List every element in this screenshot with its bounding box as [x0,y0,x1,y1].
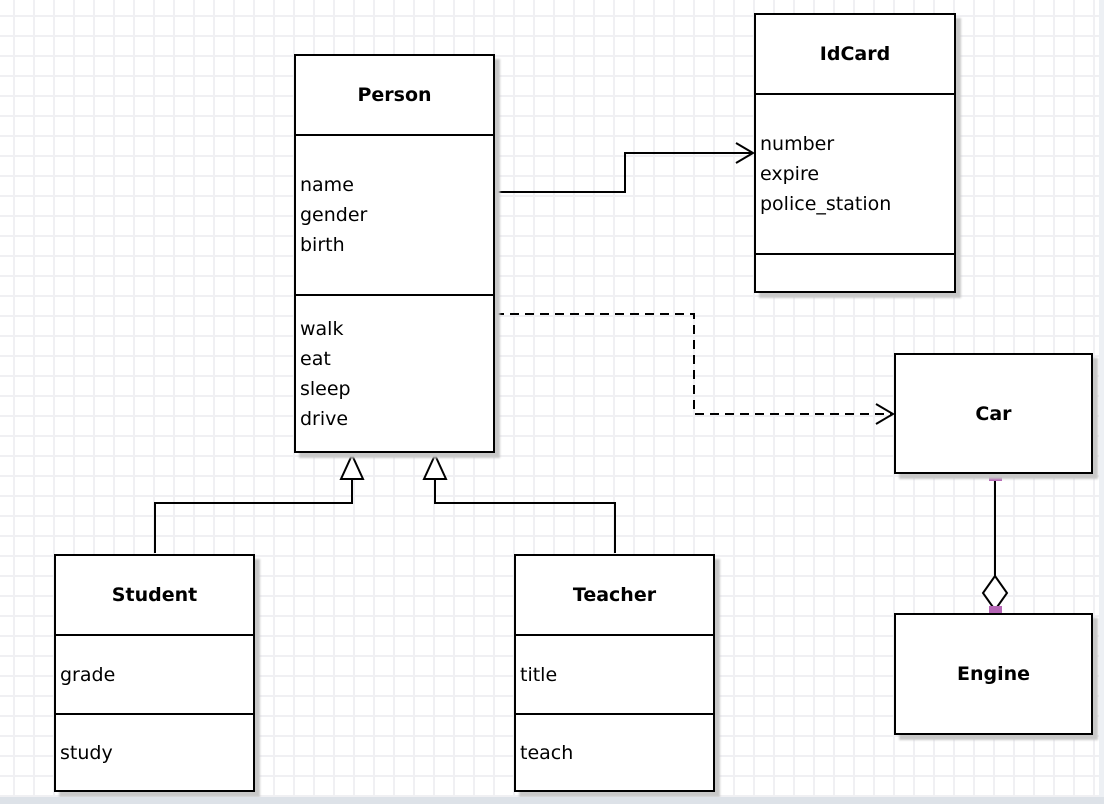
method: drive [300,407,349,430]
attribute: title [520,663,558,686]
dependency-person-car[interactable] [495,313,895,425]
class-teacher[interactable]: Teacher title teach [514,554,715,792]
class-engine[interactable]: Engine [894,613,1093,735]
attribute: grade [60,663,116,686]
attribute: number [760,133,835,155]
generalization-teacher-person[interactable] [422,452,616,553]
class-title: Person [357,84,432,106]
attribute: gender [300,204,368,226]
class-title: Engine [956,663,1031,685]
canvas-bottom-edge [0,797,1104,804]
open-arrowhead-icon [735,142,755,164]
method: study [60,741,113,764]
attributes-section: number expire police_station [756,93,954,253]
methods-section: teach [516,713,713,790]
aggregation-car-engine[interactable] [981,468,1009,619]
hollow-diamond-icon [981,574,1009,612]
hollow-triangle-icon [422,452,448,480]
attributes-section: grade [56,634,253,713]
attributes-section: name gender birth [296,134,493,294]
methods-section: walk eat sleep drive [296,294,493,451]
class-person[interactable]: Person name gender birth walk eat sleep … [294,54,495,453]
attribute: name [300,174,354,196]
class-title: IdCard [819,43,891,65]
method: teach [520,741,574,764]
open-arrowhead-icon [875,403,895,425]
attribute: birth [300,234,345,256]
class-idcard[interactable]: IdCard number expire police_station [754,13,956,293]
canvas-right-edge [1099,0,1104,804]
hollow-triangle-icon [339,452,365,480]
attribute: expire [760,163,820,185]
methods-section [756,253,954,291]
attribute: police_station [760,193,892,215]
generalization-student-person[interactable] [154,452,365,553]
class-title: Car [975,402,1012,425]
method: eat [300,347,331,370]
methods-section: study [56,713,253,790]
association-person-idcard[interactable] [495,142,755,193]
method: walk [300,317,344,340]
attributes-section: title [516,634,713,713]
class-title: Teacher [572,584,657,606]
method: sleep [300,377,351,400]
class-title: Student [111,584,198,606]
class-student[interactable]: Student grade study [54,554,255,792]
class-car[interactable]: Car [894,353,1093,474]
